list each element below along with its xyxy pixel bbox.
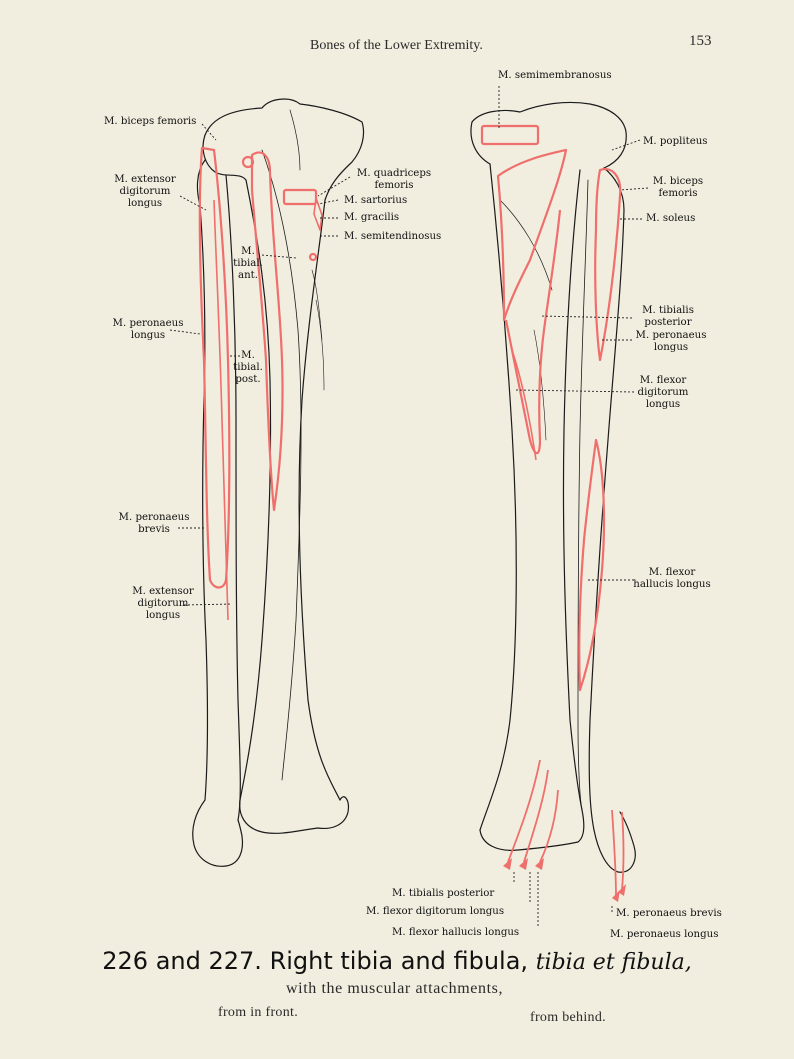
label-peronaeus-brevis-front: M. peronaeus brevis [116,512,192,536]
muscle-attachments [198,124,625,897]
label-line: M. peronaeus [118,512,190,523]
label-soleus: M. soleus [646,213,696,224]
figure-title: Right tibia and fibula, [269,947,529,975]
label-bottom-flexor-digitorum-longus: M. flexor digitorum longus [366,906,505,917]
label-bottom-peronaeus-longus: M. peronaeus longus [610,929,719,940]
figure-caption: 226 and 227. Right tibia and fibula, tib… [0,947,794,975]
figure-latin-name: tibia et fibula, [535,950,692,975]
running-title: Bones of the Lower Extremity. [310,38,483,53]
label-gracilis: M. gracilis [344,212,400,223]
label-semitendinosus: M. semitendinosus [344,231,442,242]
label-line: longus [645,399,681,410]
label-tibialis-anterior: M. tibial. ant. [232,246,264,282]
back-view-bones [470,101,636,873]
label-bottom-tibialis-posterior: M. tibialis posterior [392,888,495,899]
label-line: M. flexor [648,567,696,578]
label-line: digitorum [137,598,189,609]
label-line: M. [241,246,255,257]
label-line: M. quadriceps [356,168,432,179]
label-line: femoris [374,180,414,191]
label-flexor-hallucis-longus: M. flexor hallucis longus [630,567,714,591]
label-line: longus [127,198,163,209]
label-line: ant. [238,270,258,281]
front-view-bones [192,98,365,867]
label-biceps-femoris-front: M. biceps femoris [104,116,197,127]
label-line: hallucis longus [633,579,711,590]
label-line: tibial. [233,258,263,269]
label-line: M. [241,350,255,361]
label-tibialis-posterior-front: M. tibial. post. [232,350,264,386]
label-line: posterior [644,317,692,328]
label-line: M. extensor [114,174,176,185]
leader-lines [169,86,649,926]
label-bottom-peronaeus-brevis: M. peronaeus brevis [616,908,722,919]
label-line: M. biceps [652,176,704,187]
label-flexor-digitorum-longus: M. flexor digitorum longus [632,375,694,411]
label-bottom-flexor-hallucis-longus: M. flexor hallucis longus [392,927,520,938]
label-line: digitorum [637,387,689,398]
label-line: tibial. [233,362,263,373]
label-line: M. peronaeus [112,318,184,329]
figure-subtitle: with the muscular attachments, [286,980,504,997]
label-sartorius: M. sartorius [344,195,408,206]
label-biceps-femoris-back: M. biceps femoris [646,176,710,200]
label-line: longus [130,330,166,341]
label-peronaeus-longus-front: M. peronaeus longus [110,318,186,342]
figure-numbers: 226 and 227. [102,947,262,975]
label-line: M. extensor [132,586,194,597]
label-extensor-digitorum-longus-bottom: M. extensor digitorum longus [126,586,200,622]
label-line: M. flexor [639,375,687,386]
label-line: brevis [138,524,170,535]
page-number: 153 [689,33,712,49]
view-label-back: from behind. [530,1010,606,1025]
label-line: longus [145,610,181,621]
label-semimembranosus: M. semimembranosus [498,70,612,81]
label-tibialis-posterior-back: M. tibialis posterior [634,305,702,329]
label-extensor-digitorum-longus-top: M. extensor digitorum longus [108,174,182,210]
label-line: femoris [658,188,698,199]
label-quadriceps-femoris: M. quadriceps femoris [354,168,434,192]
label-line: post. [235,374,261,385]
label-line: longus [653,342,689,353]
label-popliteus: M. popliteus [643,136,708,147]
label-line: M. tibialis [642,305,694,316]
label-peronaeus-longus-back: M. peronaeus longus [632,330,710,354]
view-label-front: from in front. [218,1005,299,1020]
label-line: digitorum [119,186,171,197]
label-line: M. peronaeus [635,330,707,341]
tendon-arrowheads [503,858,626,902]
